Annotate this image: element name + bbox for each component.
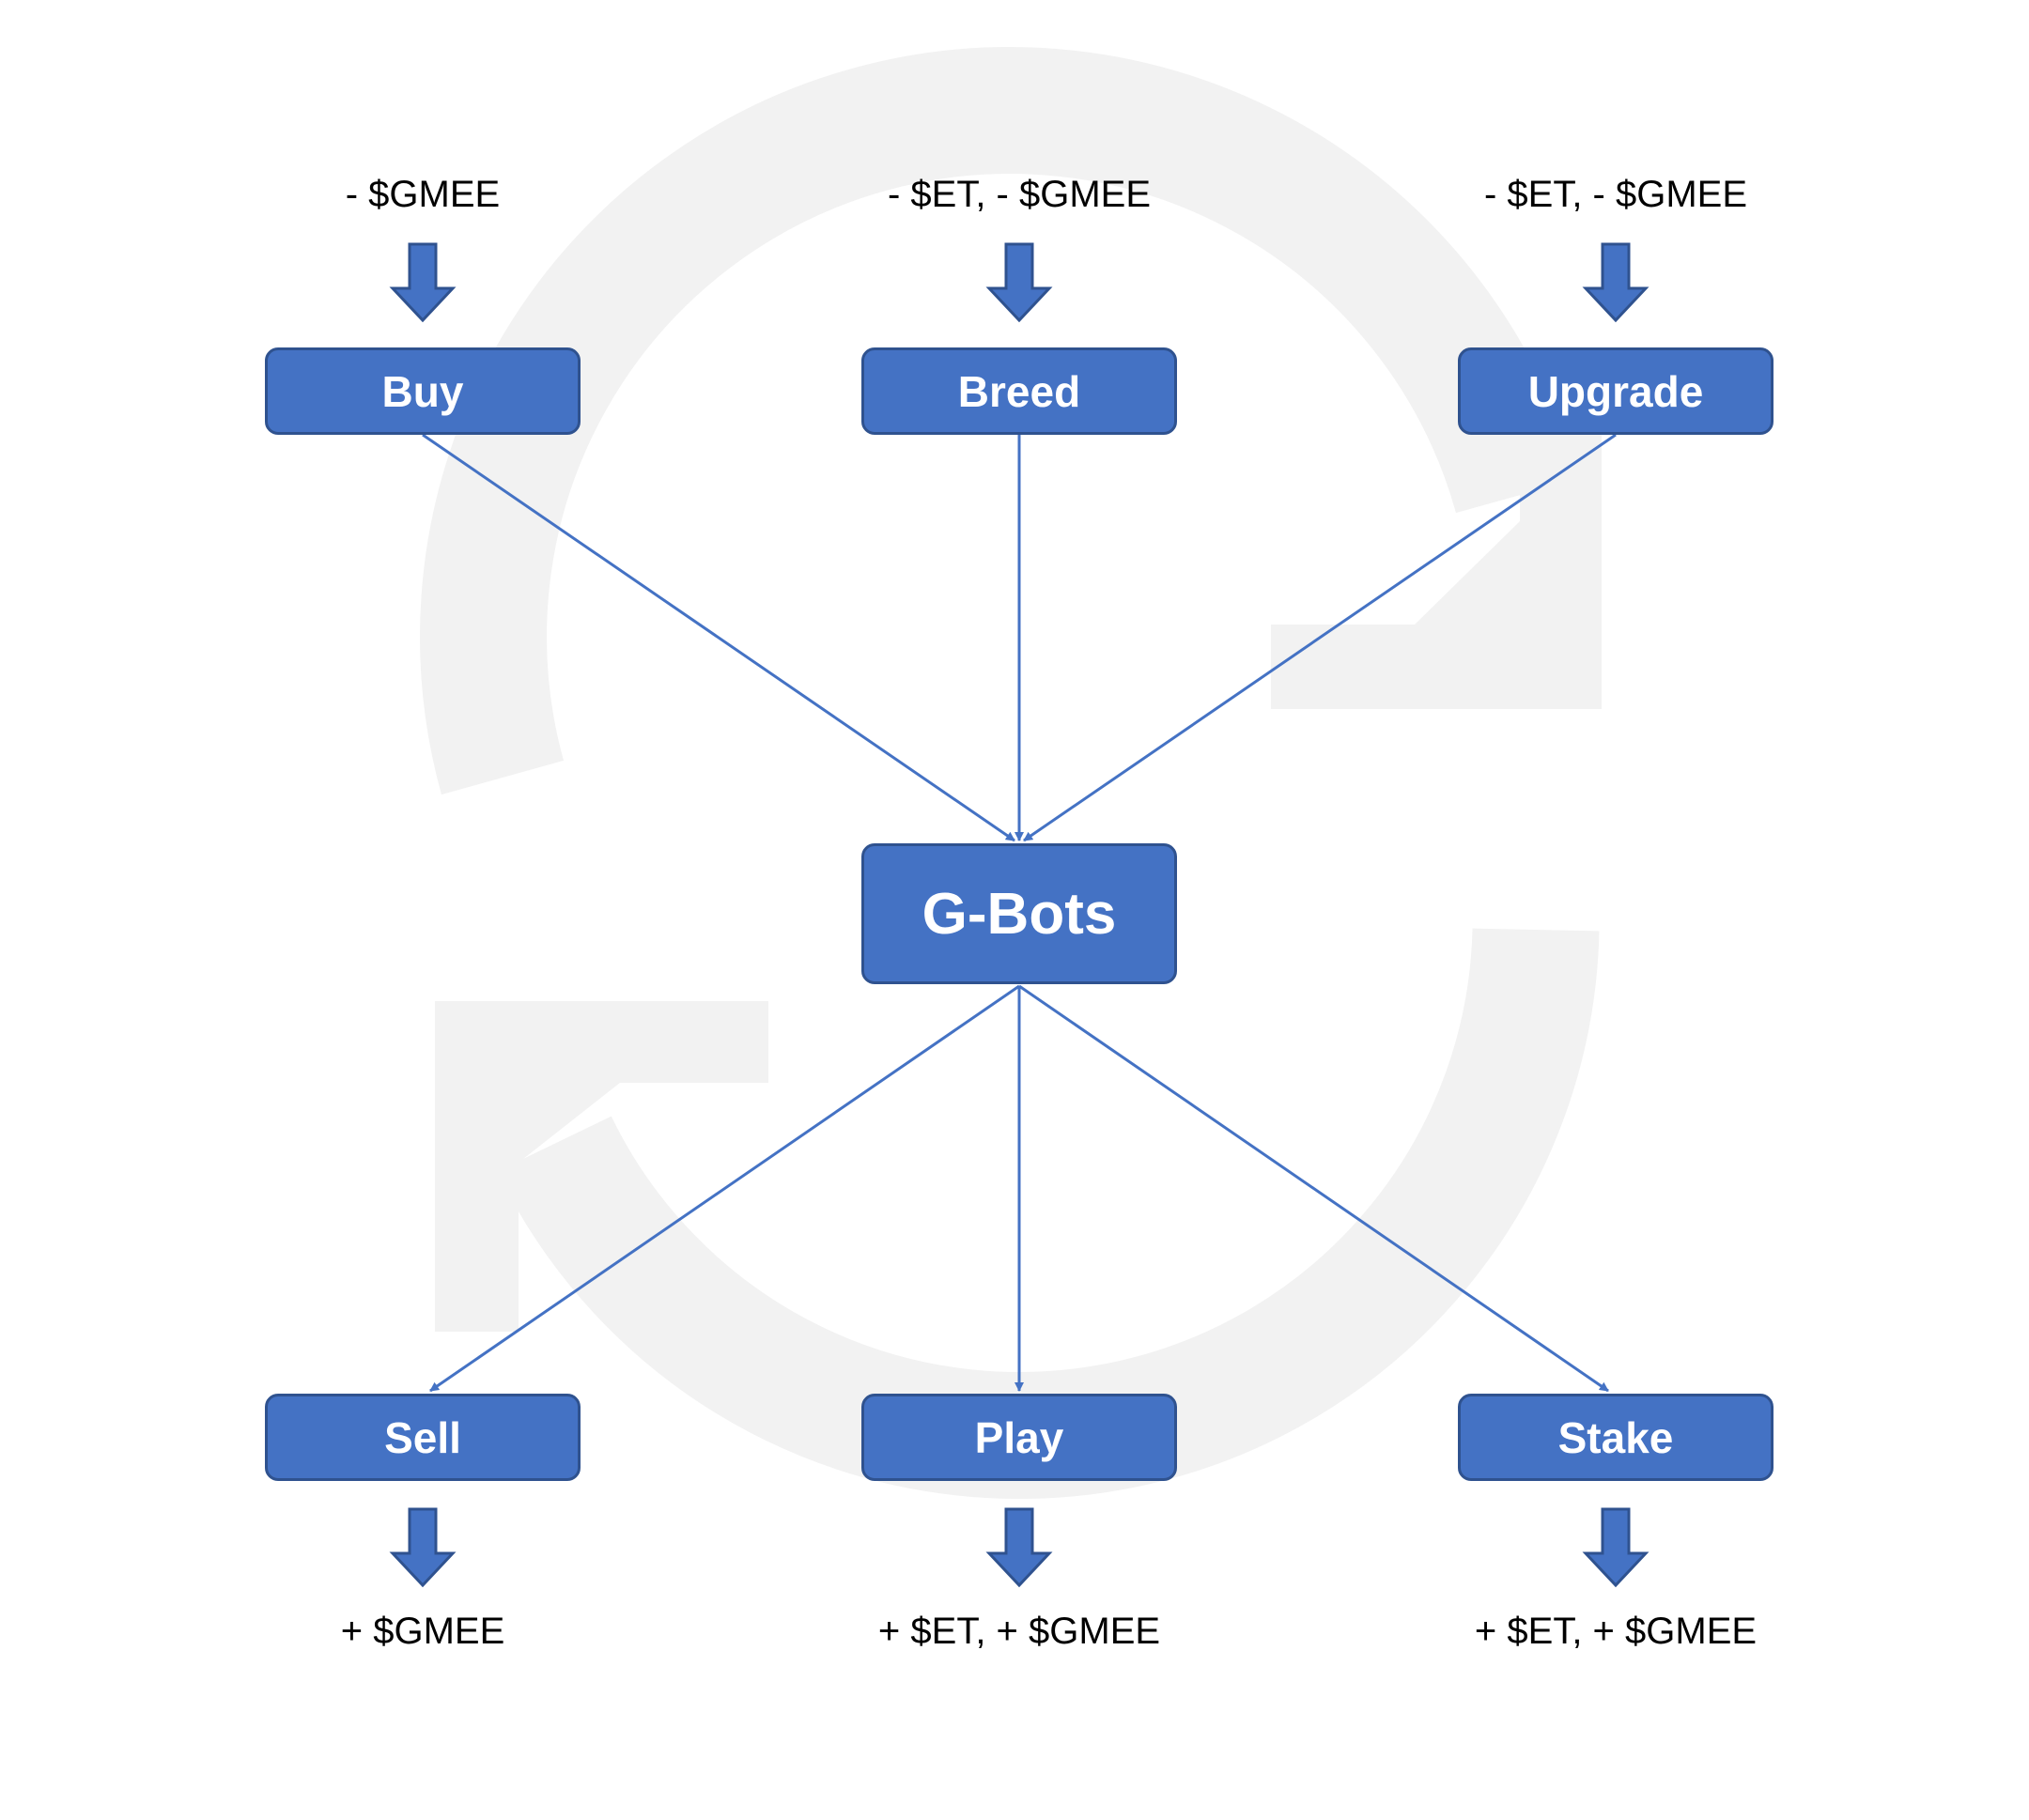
arrow-down-icon <box>1582 242 1650 323</box>
node-gbots[interactable]: G-Bots <box>861 843 1177 984</box>
node-upgrade-label: Upgrade <box>1527 366 1704 416</box>
node-buy[interactable]: Buy <box>265 347 581 435</box>
connector-gbots-to-stake <box>1018 984 1609 1393</box>
node-upgrade[interactable]: Upgrade <box>1458 347 1773 435</box>
arrow-down-icon <box>1582 1507 1650 1588</box>
arrow-down-icon <box>389 242 457 323</box>
connector-gbots-to-sell <box>429 984 1020 1393</box>
node-buy-label: Buy <box>381 366 464 416</box>
node-breed[interactable]: Breed <box>861 347 1177 435</box>
arrow-down-icon <box>985 1507 1053 1588</box>
connector-buy-to-gbots <box>422 433 1015 842</box>
node-play-label: Play <box>974 1412 1064 1462</box>
cost-label-buy: - $GMEE <box>345 174 501 215</box>
node-breed-label: Breed <box>957 366 1081 416</box>
reward-label-sell: + $GMEE <box>340 1611 505 1652</box>
node-sell[interactable]: Sell <box>265 1394 581 1481</box>
arrow-down-icon <box>389 1507 457 1588</box>
reward-label-stake: + $ET, + $GMEE <box>1474 1611 1758 1652</box>
node-gbots-label: G-Bots <box>922 881 1117 947</box>
connector-upgrade-to-gbots <box>1023 433 1617 842</box>
cost-label-upgrade: - $ET, - $GMEE <box>1483 174 1748 215</box>
node-play[interactable]: Play <box>861 1394 1177 1481</box>
node-stake-label: Stake <box>1557 1412 1674 1462</box>
reward-label-play: + $ET, + $GMEE <box>877 1611 1161 1652</box>
arrow-down-icon <box>985 242 1053 323</box>
cost-label-breed: - $ET, - $GMEE <box>887 174 1152 215</box>
node-sell-label: Sell <box>384 1412 461 1462</box>
node-stake[interactable]: Stake <box>1458 1394 1773 1481</box>
